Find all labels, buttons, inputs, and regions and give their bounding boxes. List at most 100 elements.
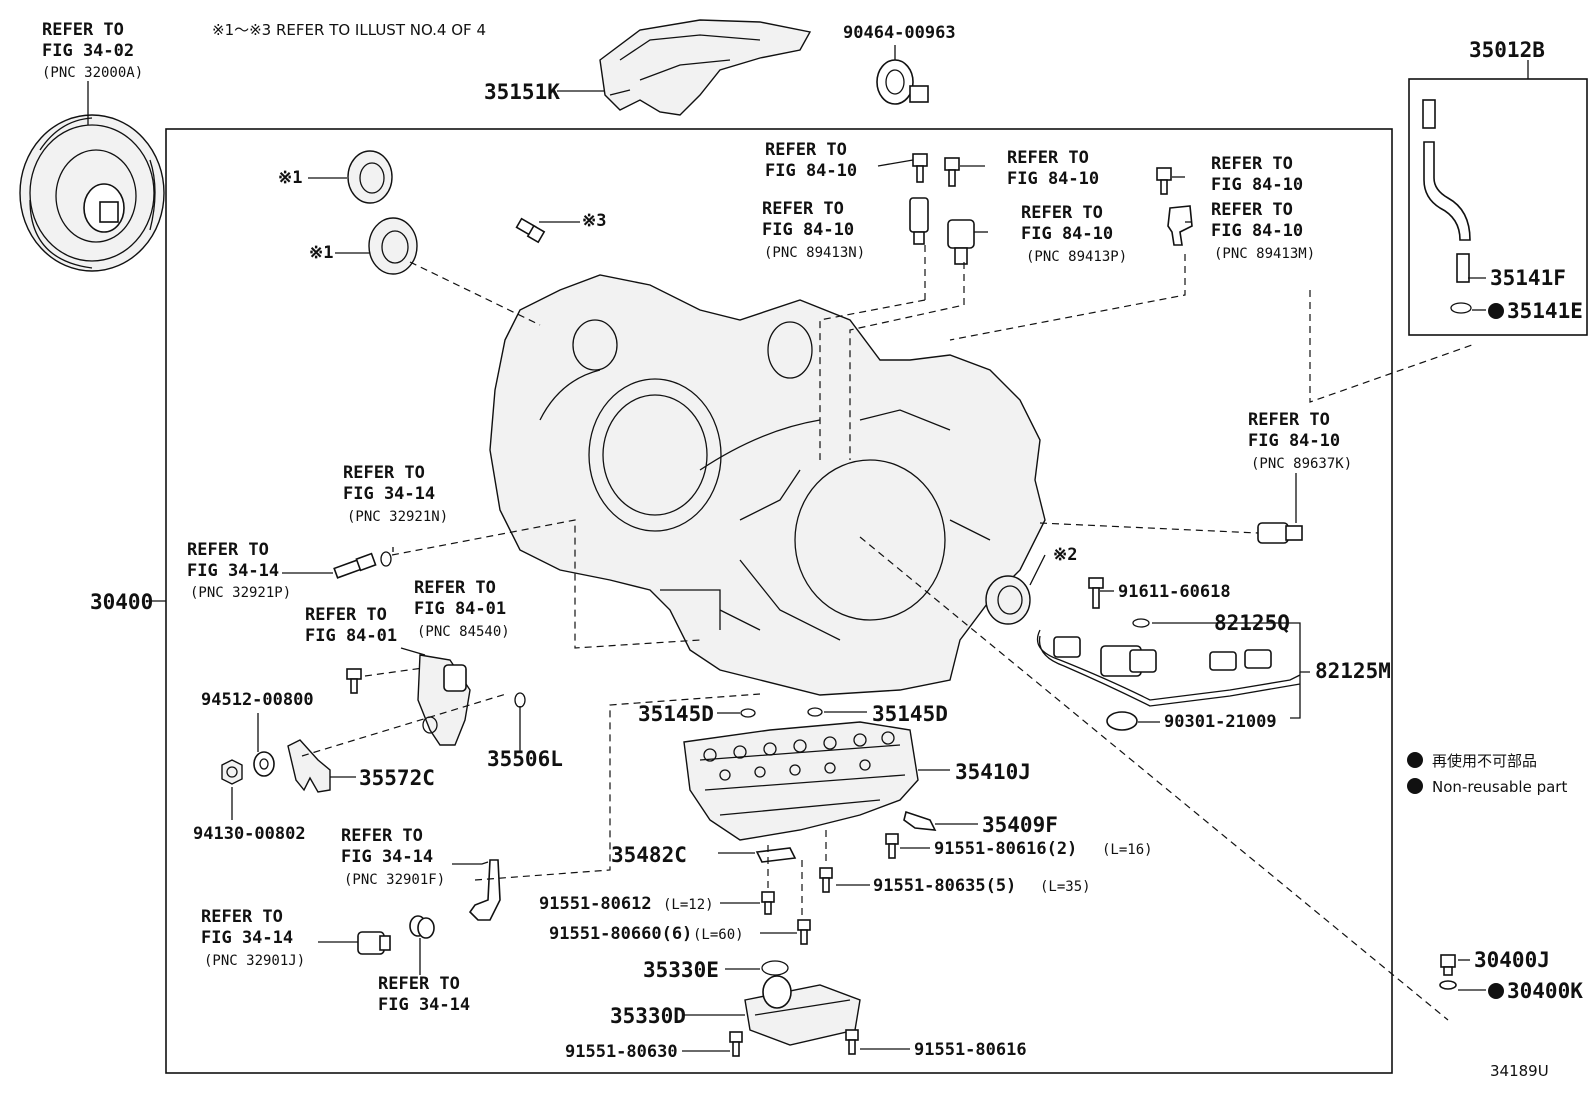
ref-tc-line2: FIG 34-02 — [42, 41, 134, 61]
inset-frame — [1408, 78, 1588, 336]
ref-s1-line1: REFER TO — [765, 140, 847, 160]
mark-m2: ※2 — [1053, 545, 1077, 565]
ref-p2-line3: (PNC 32921P) — [190, 585, 291, 601]
oil-strainer-35330D — [744, 975, 861, 1046]
bolt-sensor-2 — [944, 157, 960, 187]
ref-s7-line2: FIG 84-10 — [1248, 431, 1340, 451]
bolt-91551-80612 — [761, 891, 775, 915]
label-91551-80635: 91551-80635(5) — [873, 876, 1016, 896]
dashed-lines — [301, 245, 1473, 1021]
gasket-35145D-b — [807, 707, 823, 717]
speed-sensor-89413N — [909, 197, 929, 245]
ref-p2-line1: REFER TO — [187, 540, 269, 560]
mark-m3: ※3 — [582, 211, 606, 231]
o-ring-35330E — [761, 960, 789, 976]
label-35572C: 35572C — [359, 766, 435, 790]
ref-s2-line2: FIG 84-10 — [762, 220, 854, 240]
non-reusable-dot-30400K — [1488, 983, 1504, 999]
label-30400: 30400 — [90, 590, 153, 614]
diagram-id: 34189U — [1490, 1062, 1549, 1080]
label-35506L: 35506L — [487, 747, 563, 771]
leader-lines — [87, 45, 1529, 1052]
gasket-30400K — [1439, 980, 1457, 990]
label-91611-60618: 91611-60618 — [1118, 582, 1231, 602]
legend-dot-en — [1407, 778, 1423, 794]
pipe-32921P — [333, 552, 377, 579]
label-94512-00800: 94512-00800 — [201, 690, 314, 710]
label-91551-80616: 91551-80616 — [914, 1040, 1027, 1060]
ref-tc-line3: (PNC 32000A) — [42, 65, 143, 81]
label-30400J: 30400J — [1474, 948, 1550, 972]
label-94130-00802: 94130-00802 — [193, 824, 306, 844]
ref-tc-line1: REFER TO — [42, 20, 124, 40]
torque-converter — [19, 114, 165, 272]
label-35141E: 35141E — [1507, 299, 1583, 323]
label-l35: (L=35) — [1040, 879, 1091, 895]
bolt-91551-80635 — [819, 867, 833, 893]
label-91551-80630: 91551-80630 — [565, 1042, 678, 1062]
label-35145D-a: 35145D — [638, 702, 714, 726]
legend-jp: 再使用不可部品 — [1432, 752, 1537, 770]
label-82125M: 82125M — [1315, 659, 1391, 683]
label-82125Q: 82125Q — [1214, 611, 1290, 635]
header-note: ※1～※3 REFER TO ILLUST NO.4 OF 4 — [212, 21, 486, 39]
ref-n1-line3: (PNC 84540) — [417, 624, 510, 640]
breather-hose-35012B — [1422, 99, 1472, 314]
plate-35482C — [755, 847, 797, 863]
bolt-sensor-3 — [1156, 167, 1172, 195]
lever-35572C — [287, 739, 331, 793]
ref-s6-line1: REFER TO — [1211, 200, 1293, 220]
ref-s7-line3: (PNC 89637K) — [1251, 456, 1352, 472]
label-91551-80660: 91551-80660(6) — [549, 924, 692, 944]
label-35151K: 35151K — [484, 80, 560, 104]
washer-94512 — [253, 751, 275, 777]
o-ring-32921N — [380, 551, 392, 567]
ref-s1-line2: FIG 84-10 — [765, 161, 857, 181]
label-l12: (L=12) — [663, 897, 714, 913]
ref-h3-line1: REFER TO — [378, 974, 460, 994]
ref-s3-line2: FIG 84-10 — [1007, 169, 1099, 189]
bolt-91551-80630 — [729, 1031, 743, 1057]
label-90464-00963: 90464-00963 — [843, 23, 956, 43]
ref-n2-line2: FIG 84-01 — [305, 626, 397, 646]
ref-s3-line1: REFER TO — [1007, 148, 1089, 168]
oil-seal-2 — [368, 217, 418, 275]
mark-m1-b: ※1 — [309, 243, 333, 263]
ref-h1-line2: FIG 34-14 — [341, 847, 433, 867]
non-reusable-dot-35141E — [1488, 303, 1504, 319]
drain-plug-30400J — [1440, 954, 1456, 976]
label-35330D: 35330D — [610, 1004, 686, 1028]
spring-34-14 — [409, 915, 435, 939]
bolt-91551-80660 — [797, 919, 811, 945]
ref-s5-line2: FIG 84-10 — [1211, 175, 1303, 195]
label-35145D-b: 35145D — [872, 702, 948, 726]
ref-s6-line3: (PNC 89413M) — [1214, 246, 1315, 262]
ref-h3-line2: FIG 34-14 — [378, 995, 470, 1015]
label-35482C: 35482C — [611, 843, 687, 867]
ref-s2-line3: (PNC 89413N) — [764, 245, 865, 261]
label-30400K: 30400K — [1507, 979, 1583, 1003]
neutral-start-switch — [346, 654, 526, 746]
ref-s5-line1: REFER TO — [1211, 154, 1293, 174]
label-91551-80612: 91551-80612 — [539, 894, 652, 914]
oil-seal-1 — [347, 150, 393, 204]
gasket-35145D-a — [740, 708, 756, 718]
bolt-sensor-1 — [912, 153, 928, 183]
union-32901J — [357, 931, 391, 955]
ref-n2-line1: REFER TO — [305, 605, 387, 625]
nut-94130 — [221, 759, 243, 785]
ref-n1-line2: FIG 84-01 — [414, 599, 506, 619]
oil-seal-m2 — [985, 575, 1031, 625]
label-l60: (L=60) — [693, 927, 744, 943]
speed-sensor-89413M — [1167, 205, 1193, 246]
ref-s4-line3: (PNC 89413P) — [1026, 249, 1127, 265]
label-l16: (L=16) — [1102, 842, 1153, 858]
bracket-35151K — [599, 19, 812, 116]
ref-h2-line2: FIG 34-14 — [201, 928, 293, 948]
speed-sensor-89413P — [947, 219, 975, 265]
wire-harness-82125M — [1036, 577, 1301, 731]
ref-h1-line3: (PNC 32901F) — [344, 872, 445, 888]
ref-s7-line1: REFER TO — [1248, 410, 1330, 430]
mark-m1-a: ※1 — [278, 168, 302, 188]
